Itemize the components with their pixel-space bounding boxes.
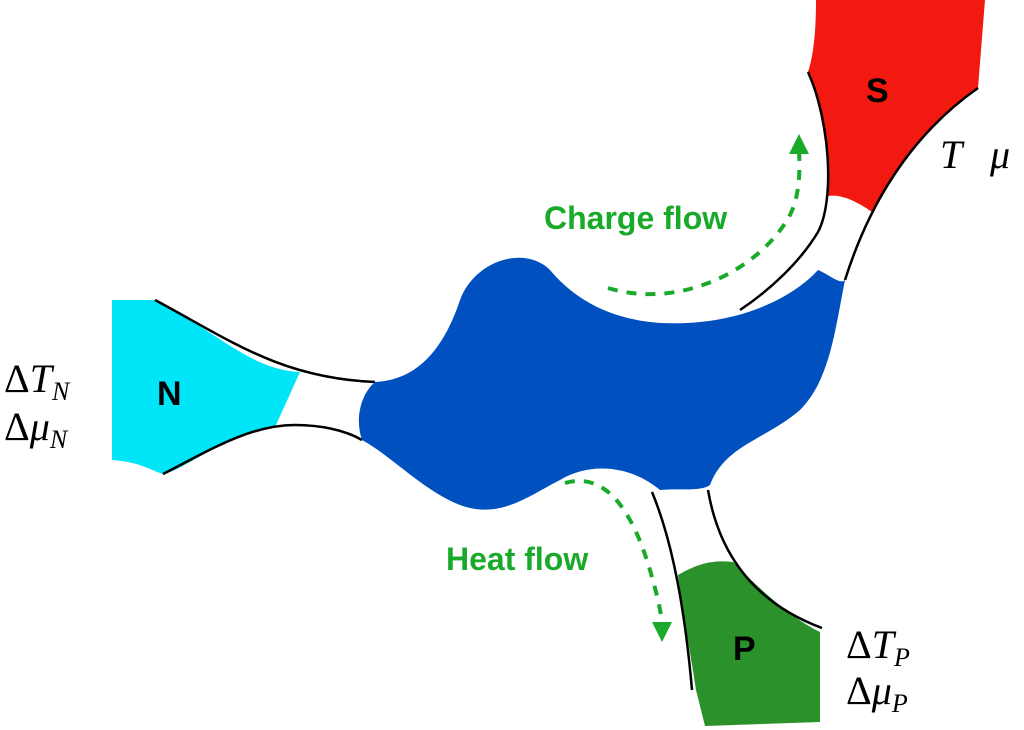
lead-n-bottom-boundary: [162, 423, 363, 476]
lead-p-right-boundary: [706, 489, 823, 630]
scattering-region: [358, 257, 845, 510]
lead-n-temperature-bias: ΔTN: [4, 356, 71, 406]
lead-s-temperature: T: [940, 132, 965, 177]
lead-s-region: [808, 0, 985, 212]
lead-n-potential-bias: ΔμN: [4, 404, 69, 454]
charge-flow-arrow-path: [607, 149, 802, 297]
heat-flow-arrow-path: [564, 479, 664, 626]
lead-p-left-boundary: [650, 491, 694, 691]
lead-s-left-boundary: [739, 71, 830, 312]
lead-s-potential: μ: [989, 132, 1010, 177]
charge-flow-arrowhead: [789, 134, 809, 154]
lead-n-top-boundary: [154, 298, 376, 384]
lead-p-label: P: [733, 630, 756, 668]
lead-n-region: [112, 300, 300, 474]
heat-flow-label: Heat flow: [446, 541, 588, 577]
lead-n-label: N: [157, 375, 182, 413]
heat-flow-arrowhead: [652, 622, 672, 642]
lead-s-right-boundary: [843, 86, 979, 281]
lead-p-region: [678, 561, 820, 726]
charge-flow-label: Charge flow: [544, 200, 727, 236]
lead-p-temperature-bias: ΔTP: [846, 622, 910, 672]
lead-p-potential-bias: ΔμP: [846, 668, 908, 718]
lead-s-label: S: [866, 72, 889, 110]
